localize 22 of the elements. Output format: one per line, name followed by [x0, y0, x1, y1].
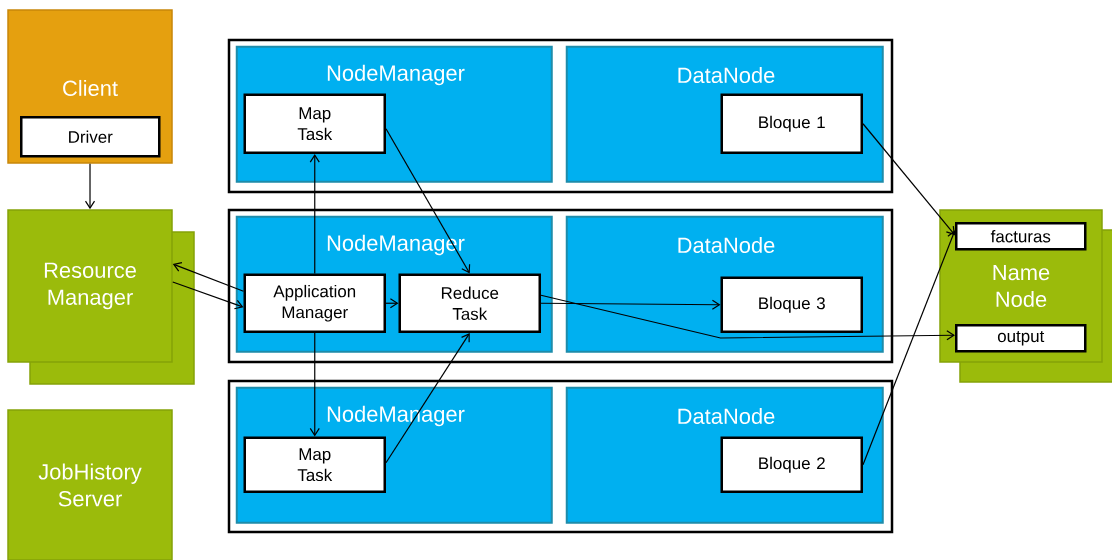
task-box: output — [955, 324, 1087, 353]
arrow — [385, 298, 399, 309]
arrow — [172, 281, 244, 310]
task-box: Map Task — [243, 93, 386, 154]
arrow — [862, 123, 955, 236]
arrow — [172, 262, 245, 292]
arrow — [540, 299, 721, 310]
arrow — [309, 332, 320, 437]
task-box: Reduce Task — [398, 273, 541, 333]
server-box: JobHistory Server — [7, 409, 173, 560]
arrow — [309, 154, 320, 275]
task-box: Bloque 2 — [720, 436, 863, 493]
task-box: Bloque 3 — [720, 276, 863, 333]
arrow — [540, 294, 955, 341]
task-box: Bloque 1 — [720, 93, 863, 154]
arrow — [862, 230, 957, 466]
stacked-box: Resource Manager — [7, 209, 195, 385]
task-box: Map Task — [243, 436, 386, 493]
task-box: Driver — [20, 116, 161, 158]
task-box: facturas — [955, 222, 1087, 251]
arrow — [84, 163, 96, 210]
task-box: Application Manager — [243, 273, 386, 333]
